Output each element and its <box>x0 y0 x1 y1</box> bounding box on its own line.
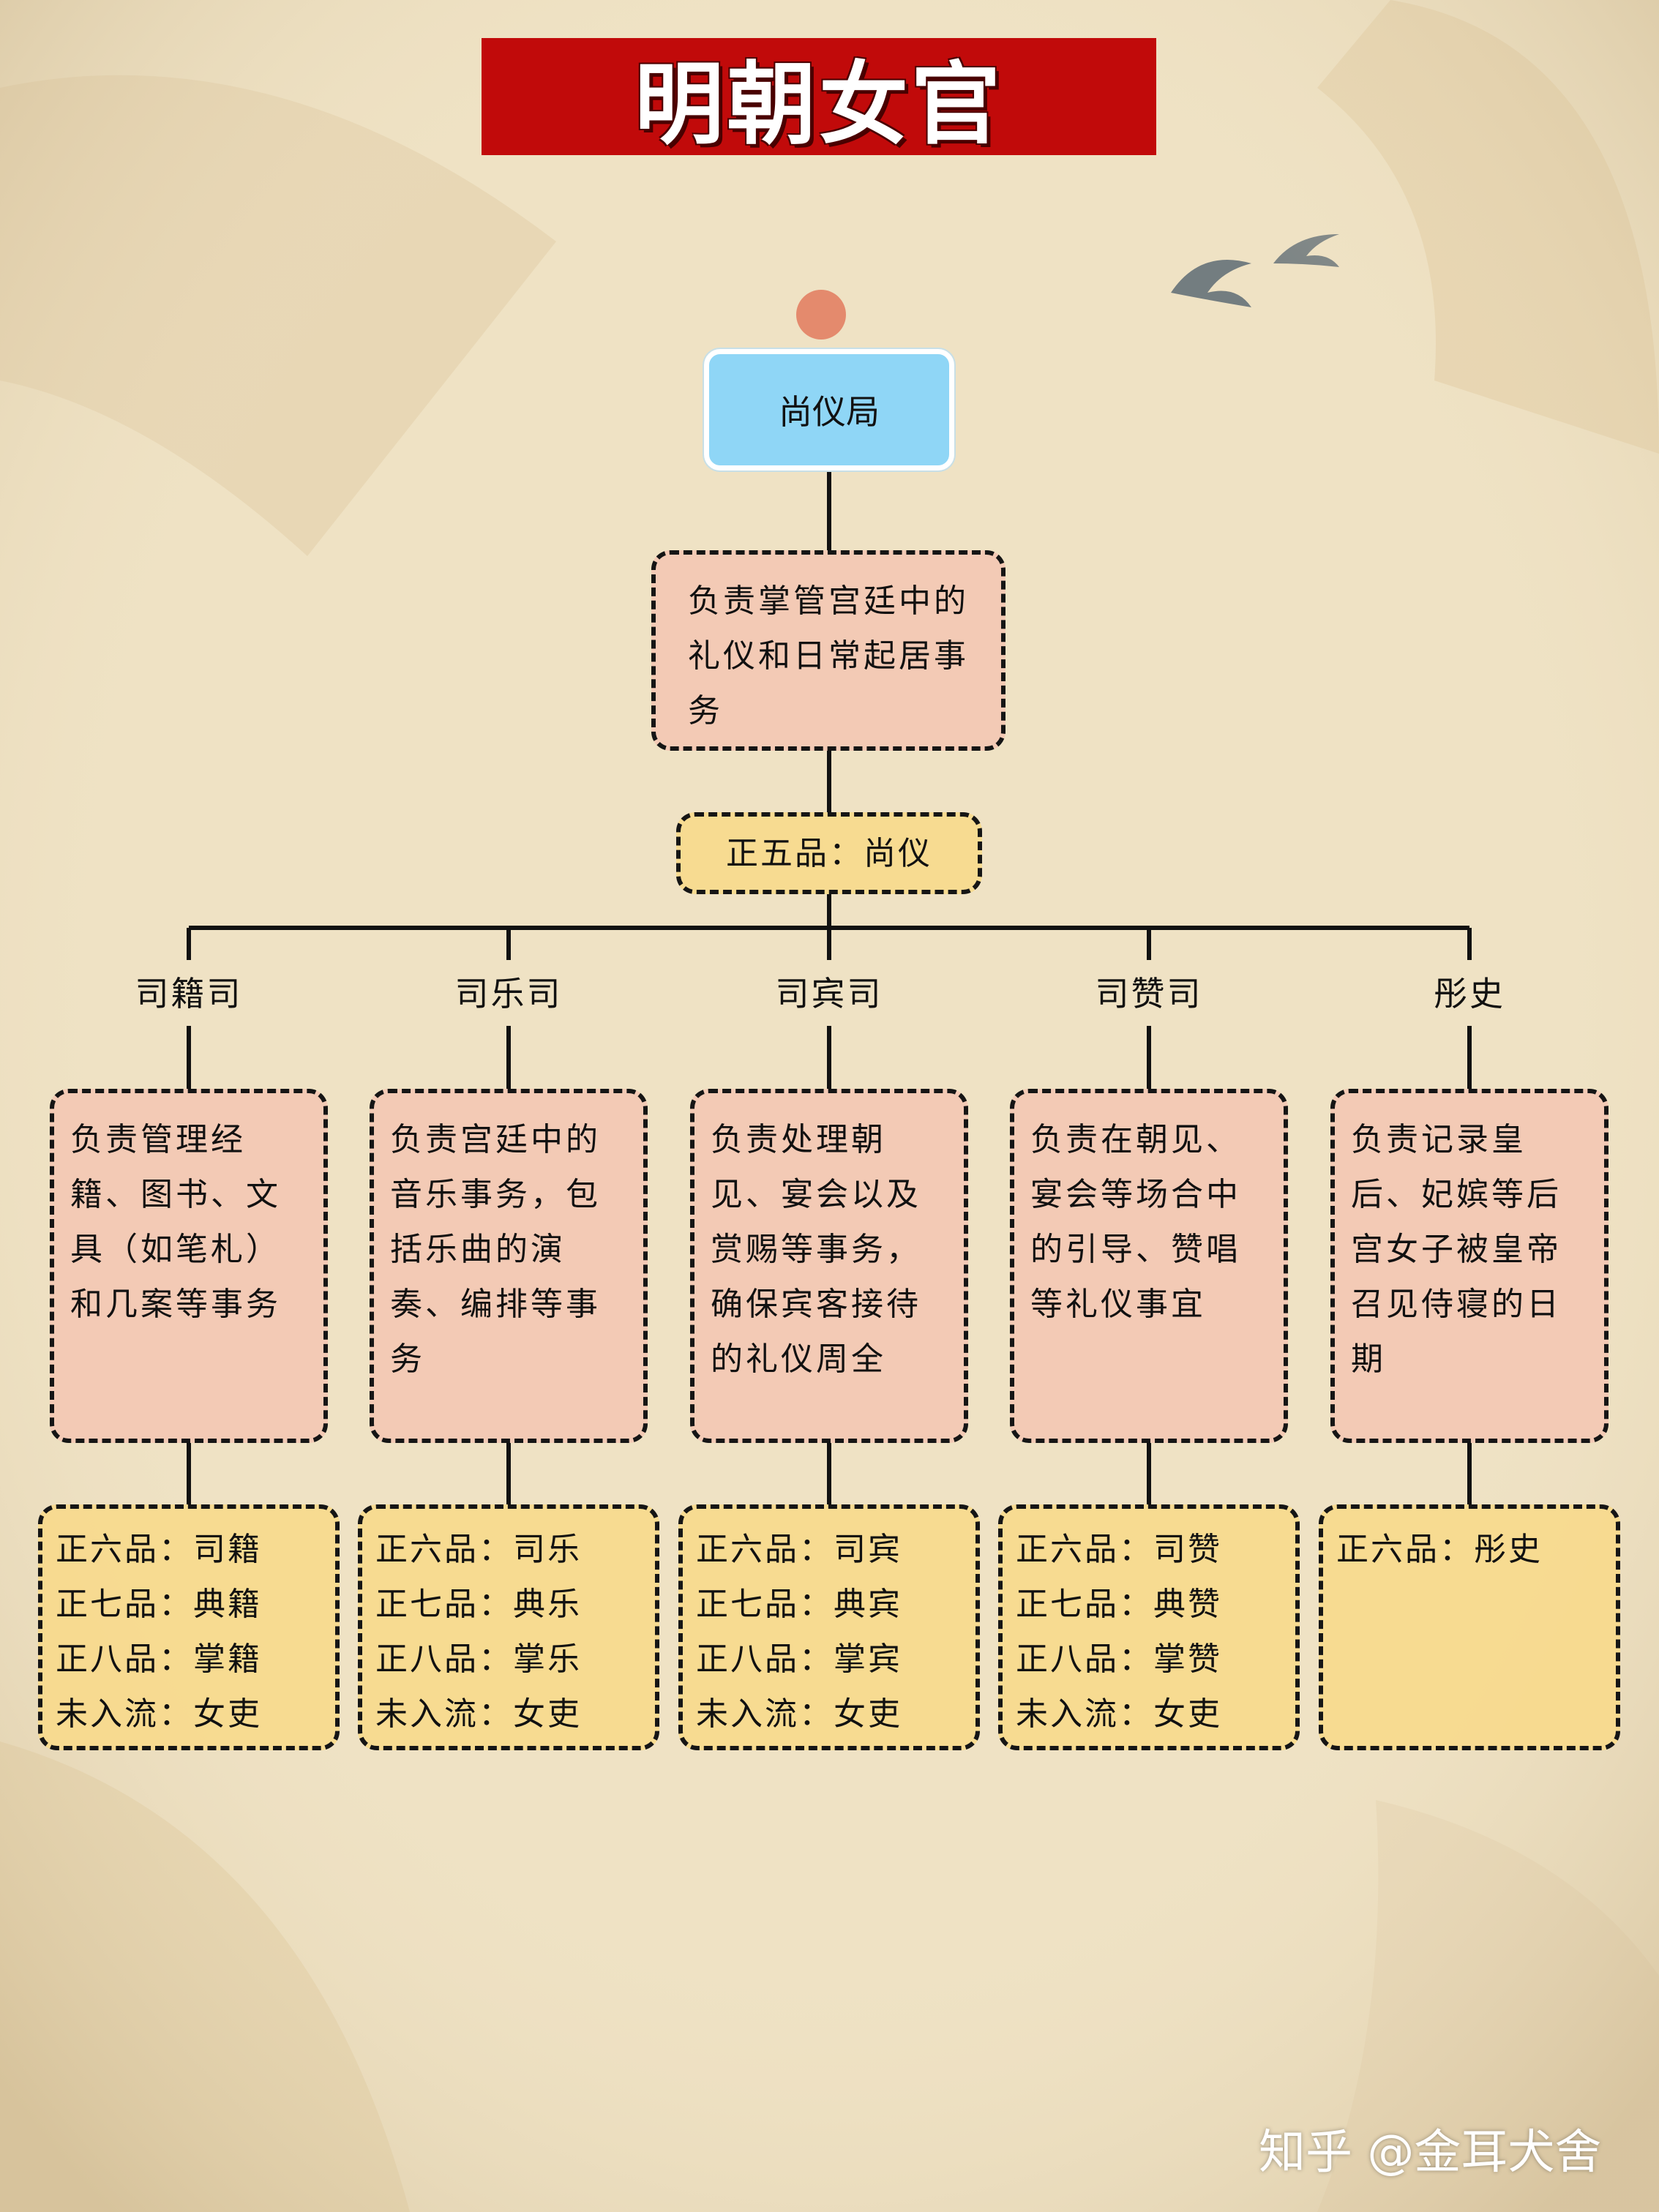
department-name: 彤史 <box>1434 974 1505 1013</box>
rank-line: 正六品：司乐 <box>375 1531 582 1568</box>
department-description: 负责管理经籍、图书、文具（如笔札）和几案等事务 <box>70 1121 281 1323</box>
root-rank: 正五品：尚仪 <box>726 834 932 872</box>
department-rank-box: 正六品：司宾正七品：典宾正八品：掌宾未入流：女吏 <box>678 1504 980 1750</box>
root-node-name: 尚仪局 <box>779 392 880 432</box>
department-rank-box: 正六品：司乐正七品：典乐正八品：掌乐未入流：女吏 <box>358 1504 659 1750</box>
rank-line: 正七品：典宾 <box>696 1586 902 1623</box>
department-description: 负责处理朝见、宴会以及赏赐等事务，确保宾客接待的礼仪周全 <box>711 1121 921 1378</box>
department-name: 司宾司 <box>775 974 883 1013</box>
rank-line: 正八品：掌乐 <box>375 1641 582 1678</box>
rank-line: 正七品：典赞 <box>1016 1586 1222 1623</box>
department-description-box: 负责管理经籍、图书、文具（如笔札）和几案等事务 <box>50 1089 328 1443</box>
department-description-box: 负责记录皇后、妃嫔等后宫女子被皇帝召见侍寝的日期 <box>1330 1089 1609 1443</box>
department-rank-box: 正六品：彤史 <box>1319 1504 1620 1750</box>
department-name: 司乐司 <box>454 974 563 1013</box>
rank-line: 正六品：司赞 <box>1016 1531 1222 1568</box>
rank-line: 正六品：司宾 <box>696 1531 902 1568</box>
rank-line: 未入流：女吏 <box>375 1695 582 1733</box>
rank-line: 正八品：掌宾 <box>696 1641 902 1678</box>
rank-line: 未入流：女吏 <box>696 1695 902 1733</box>
rank-line: 正八品：掌赞 <box>1016 1641 1222 1678</box>
rank-line: 正七品：典籍 <box>56 1586 262 1623</box>
department-description: 负责宫廷中的音乐事务，包括乐曲的演奏、编排等事务 <box>390 1121 601 1378</box>
rank-line: 未入流：女吏 <box>1016 1695 1222 1733</box>
root-description: 负责掌管宫廷中的礼仪和日常起居事务 <box>688 582 969 730</box>
department-name: 司赞司 <box>1095 974 1203 1013</box>
department-description: 负责在朝见、宴会等场合中的引导、赞唱等礼仪事宜 <box>1030 1121 1241 1323</box>
rank-line: 正六品：彤史 <box>1336 1531 1543 1568</box>
department-description-box: 负责宫廷中的音乐事务，包括乐曲的演奏、编排等事务 <box>370 1089 648 1443</box>
page-title: 明朝女官 <box>634 52 1003 157</box>
rank-line: 未入流：女吏 <box>56 1695 262 1733</box>
rank-line: 正七品：典乐 <box>375 1586 582 1623</box>
root-rank-box: 正五品：尚仪 <box>676 812 982 894</box>
title-banner: 明朝女官 <box>482 38 1156 157</box>
root-description-box: 负责掌管宫廷中的礼仪和日常起居事务 <box>651 550 1005 751</box>
rank-line: 正八品：掌籍 <box>56 1641 262 1678</box>
department-rank-box: 正六品：司赞正七品：典赞正八品：掌赞未入流：女吏 <box>998 1504 1300 1750</box>
root-node-box: 尚仪局 <box>704 349 954 470</box>
department-description-box: 负责在朝见、宴会等场合中的引导、赞唱等礼仪事宜 <box>1010 1089 1288 1443</box>
department-description: 负责记录皇后、妃嫔等后宫女子被皇帝召见侍寝的日期 <box>1351 1121 1562 1378</box>
department-name: 司籍司 <box>135 974 243 1013</box>
department-description-box: 负责处理朝见、宴会以及赏赐等事务，确保宾客接待的礼仪周全 <box>690 1089 968 1443</box>
watermark: 知乎 @金耳犬舍 <box>1259 2126 1602 2180</box>
rank-line: 正六品：司籍 <box>56 1531 262 1568</box>
department-rank-box: 正六品：司籍正七品：典籍正八品：掌籍未入流：女吏 <box>38 1504 340 1750</box>
